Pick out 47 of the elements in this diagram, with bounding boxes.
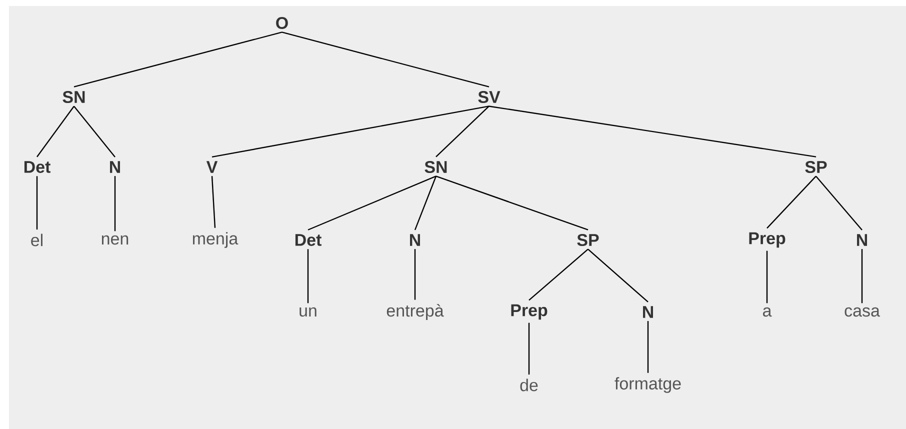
tree-branch	[212, 106, 490, 158]
category-label: N	[410, 234, 420, 246]
category-label: SV	[478, 90, 500, 104]
tree-branch	[114, 176, 116, 232]
tree-branch	[308, 176, 436, 230]
tree-branch	[414, 249, 416, 300]
tree-branch	[436, 176, 588, 230]
category-label: SP	[577, 234, 599, 246]
word-label: formatge	[614, 377, 681, 393]
word-label: casa	[844, 307, 880, 317]
category-label: N	[110, 161, 120, 173]
category-label: Det	[24, 161, 50, 173]
tree-branch	[528, 322, 530, 375]
tree-branch	[282, 32, 490, 88]
word-label: el	[31, 234, 42, 246]
tree-branch	[647, 321, 649, 373]
tree-branch	[588, 248, 648, 302]
category-label: SN	[62, 90, 85, 104]
category-label: Prep	[749, 232, 786, 248]
category-label: V	[206, 161, 218, 173]
category-label: N	[643, 306, 653, 318]
word-label: de	[520, 378, 538, 392]
category-label: Det	[295, 234, 322, 246]
word-label: a	[763, 307, 772, 317]
tree-branch	[36, 106, 74, 158]
category-label: SN	[424, 160, 447, 174]
tree-branch	[36, 176, 38, 230]
category-label: O	[276, 16, 288, 30]
tree-branch	[766, 250, 768, 304]
tree-branch	[74, 32, 282, 88]
word-label: entrepà	[386, 304, 444, 320]
tree-branch	[766, 176, 816, 229]
tree-branch	[74, 106, 116, 158]
tree-branch	[414, 176, 437, 230]
tree-branch	[436, 106, 490, 158]
word-label: menja	[192, 232, 238, 248]
tree-branch	[211, 176, 216, 228]
tree-branch	[528, 248, 588, 301]
tree-branch	[816, 176, 862, 230]
word-label: nen	[102, 235, 128, 245]
tree-branch	[307, 249, 309, 304]
category-label: Prep	[511, 304, 548, 320]
category-label: SP	[805, 160, 827, 174]
tree-branch	[488, 106, 816, 158]
category-label: N	[857, 234, 867, 246]
word-label: un	[300, 307, 316, 317]
tree-branch	[861, 249, 863, 304]
